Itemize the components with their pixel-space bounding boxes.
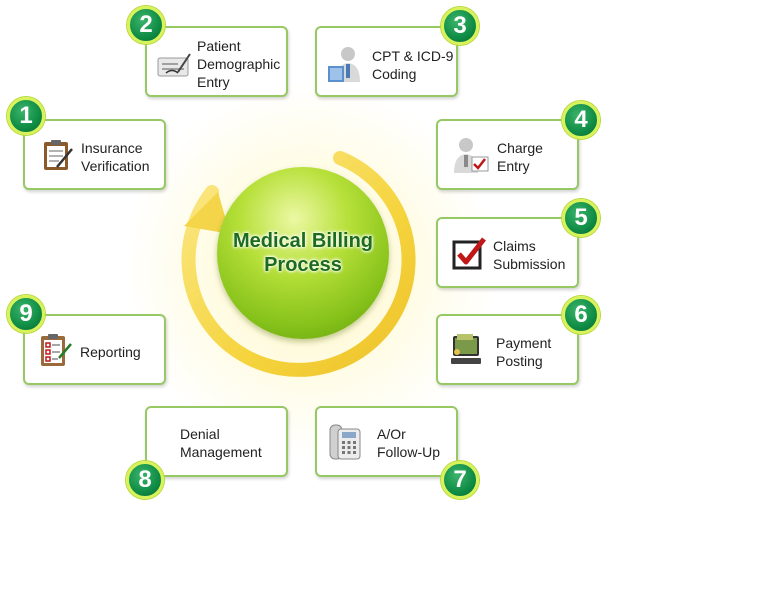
step-number-badge: 1	[7, 97, 45, 135]
step-number-badge: 8	[126, 461, 164, 499]
step-label: Claims Submission	[493, 238, 566, 272]
step-card-payment-posting: Payment Posting	[436, 314, 579, 385]
step-number-badge: 2	[127, 6, 165, 44]
step-card-denial-management: Denial Management	[145, 406, 288, 477]
step-number-badge: 7	[441, 461, 479, 499]
checkbox-icon	[452, 237, 486, 270]
step-label: Denial Management	[180, 426, 262, 460]
clipboard-icon	[44, 140, 73, 170]
step-number-badge: 9	[7, 295, 45, 333]
doctor-checklist-icon	[454, 138, 489, 173]
checklist-icon	[41, 334, 72, 366]
step-card-claims-submission: Claims Submission	[436, 217, 579, 288]
step-label: Payment Posting	[496, 335, 552, 369]
step-label: A/Or Follow-Up	[377, 426, 441, 460]
center-title: Medical Billing Process	[232, 230, 374, 276]
step-card-cpt-icd9-coding: CPT & ICD-9 Coding	[315, 26, 458, 97]
check-document-icon	[157, 53, 191, 77]
step-label: Patient Demographic Entry	[197, 38, 281, 90]
computer-money-icon	[451, 334, 481, 364]
step-card-patient-demographic-entry: Patient Demographic Entry	[145, 26, 288, 97]
step-label: Insurance Verification	[81, 140, 150, 174]
step-number-badge: 4	[562, 101, 600, 139]
step-label: Reporting	[80, 344, 141, 360]
step-card-reporting: Reporting	[23, 314, 166, 385]
center-circle: Medical Billing Process	[217, 167, 389, 339]
step-label: CPT & ICD-9 Coding	[372, 48, 454, 82]
step-label: Charge Entry	[497, 140, 543, 174]
step-card-insurance-verification: Insurance Verification	[23, 119, 166, 190]
doctor-icon	[328, 47, 360, 82]
step-card-ar-follow-up: A/Or Follow-Up	[315, 406, 458, 477]
step-number-badge: 5	[562, 199, 600, 237]
step-number-badge: 6	[562, 296, 600, 334]
step-number-badge: 3	[441, 7, 479, 45]
step-card-charge-entry: Charge Entry	[436, 119, 579, 190]
process-cycle-arrow	[181, 151, 416, 377]
phone-icon	[329, 424, 361, 460]
